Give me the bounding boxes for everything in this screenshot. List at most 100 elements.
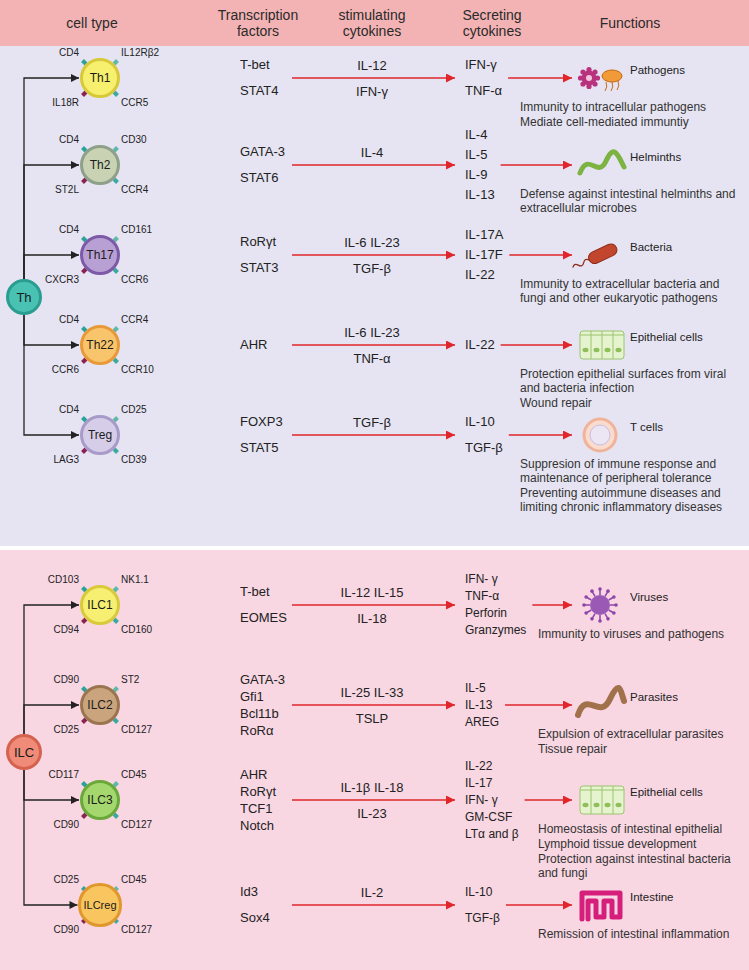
secreted-cytokine: IL-9 — [465, 165, 495, 185]
surface-marker: LAG3 — [53, 454, 79, 466]
surface-marker: CD160 — [121, 624, 152, 636]
secreted-cytokine: IL-17A — [465, 225, 503, 245]
lineage-arrow — [24, 315, 79, 435]
pathway-arrow — [292, 344, 455, 346]
secreted-cytokine: IFN- γ — [465, 571, 526, 588]
pathway-arrow — [292, 254, 455, 256]
target-label: T cells — [630, 420, 663, 434]
transcription-factor: Gfi1 — [240, 688, 285, 705]
target-label: Epithelial cells — [630, 330, 703, 344]
secreted-cytokine: IL-10 — [465, 409, 503, 435]
stimulating-cytokine: TNF-α — [353, 351, 390, 366]
pathway-arrow — [292, 704, 455, 706]
secreted-cytokine: IL-13 — [465, 697, 499, 714]
pathway-arrow — [292, 799, 455, 801]
surface-marker: CD45 — [121, 769, 147, 781]
transcription-factor-group: FOXP3STAT5 — [240, 409, 283, 461]
surface-marker: CD25 — [121, 404, 147, 416]
transcription-factor-group: T-betSTAT4 — [240, 52, 279, 104]
stimulating-cytokine: IL-1β IL-18 — [340, 780, 403, 795]
function-text: Remission of intestinal inflammation — [538, 927, 743, 941]
transcription-factor-group: AHRRoRγtTCF1Notch — [240, 766, 276, 834]
lineage-arrow — [24, 605, 79, 734]
secreted-cytokine: GM-CSF — [465, 809, 519, 826]
cell-circle: ILC2 — [80, 685, 120, 725]
cell-name: ILC — [14, 746, 34, 759]
transcription-factor-group: AHR — [240, 332, 267, 358]
column-heading: Secreting cytokines — [440, 7, 544, 39]
surface-marker-group: CD94 — [53, 624, 79, 636]
cell-circle: Th2 — [80, 145, 120, 185]
transcription-factor: STAT4 — [240, 78, 279, 104]
transcription-factor: EOMES — [240, 605, 287, 631]
surface-marker-group: CD4 — [59, 47, 79, 59]
secreted-cytokine-group: IL-4IL-5IL-9IL-13 — [465, 125, 495, 205]
secreted-cytokine: IL-17F — [465, 245, 503, 265]
function-text: Expulsion of extracellular parasites — [538, 727, 743, 741]
lineage-circle: ILC — [6, 734, 42, 770]
target-label: Intestine — [630, 890, 673, 904]
function-text-group: Expulsion of extracellular parasitesTiss… — [538, 727, 743, 757]
cell-name: Th17 — [86, 249, 113, 261]
cell-name: Th — [16, 291, 31, 304]
stimulating-cytokine-group: IL-2 — [361, 885, 383, 900]
secreted-cytokine-group: IL-17AIL-17FIL-22 — [465, 225, 503, 285]
surface-marker-group: ST2L — [55, 184, 79, 196]
secreted-cytokine-group: IFN-γTNF-α — [465, 52, 502, 104]
transcription-factor: Id3 — [240, 879, 270, 905]
surface-marker-group: CD90 — [53, 674, 79, 686]
surface-marker-group: CD39 — [121, 454, 147, 466]
pathway-arrow — [508, 77, 572, 79]
transcription-factor: Notch — [240, 817, 276, 834]
virus-icon — [582, 587, 618, 623]
stimulating-cytokine: IL-12 IL-15 — [341, 585, 404, 600]
surface-marker: CD25 — [53, 724, 79, 736]
surface-marker-group: CD4 — [59, 134, 79, 146]
surface-marker-group: NK1.1 — [121, 574, 149, 586]
receptor-stick — [114, 92, 118, 96]
cell-circle: Treg — [80, 415, 120, 455]
secreted-cytokine: IL-4 — [465, 125, 495, 145]
target-label-group: Intestine — [630, 890, 673, 904]
function-text: Tissue repair — [538, 742, 743, 756]
pathway-arrow — [292, 77, 455, 79]
transcription-factor-group: RoRγtSTAT3 — [240, 229, 279, 281]
surface-marker-group: CD4 — [59, 314, 79, 326]
function-text-group: Suppresion of immune response and mainte… — [520, 457, 744, 515]
transcription-factor: RoRγt — [240, 229, 279, 255]
surface-marker: CCR6 — [121, 274, 148, 286]
cell-circle: ILC1 — [80, 585, 120, 625]
surface-marker: CCR6 — [52, 364, 79, 376]
stimulating-cytokine-group: IL-6 IL-23 — [344, 235, 400, 250]
stimulating-cytokine: IL-4 — [361, 145, 383, 160]
surface-marker-group: CD25 — [53, 724, 79, 736]
stimulating-cytokine: IL-18 — [357, 611, 387, 626]
surface-marker: IL12Rβ2 — [121, 47, 159, 59]
lineage-arrow — [24, 78, 79, 279]
surface-marker-group: CD45 — [121, 769, 147, 781]
secreted-cytokine: IFN-γ — [465, 52, 502, 78]
target-label-group: Epithelial cells — [630, 330, 703, 344]
transcription-factor: T-bet — [240, 52, 279, 78]
surface-marker: CD45 — [121, 874, 147, 886]
pathway-arrow — [292, 604, 455, 606]
stimulating-cytokine-group: IL-25 IL-33 — [341, 685, 404, 700]
bacteria-icon — [570, 242, 619, 273]
surface-marker-group: CD103 — [48, 574, 79, 586]
stimulating-cytokine-group: IL-4 — [361, 145, 383, 160]
target-label-group: Viruses — [630, 590, 668, 604]
th-panel — [0, 46, 749, 546]
target-label-group: Bacteria — [630, 240, 672, 254]
column-heading: stimulating cytokines — [316, 7, 428, 39]
surface-marker: CD127 — [121, 924, 152, 936]
stimulating-cytokine-group: TGF-β — [353, 415, 391, 430]
transcription-factor: AHR — [240, 766, 276, 783]
function-text: Homeostasis of intestinal epithelial — [538, 822, 743, 836]
cell-name: Th2 — [90, 159, 111, 171]
surface-marker-group: CD45 — [121, 874, 147, 886]
function-text: Lymphoid tissue development — [538, 837, 743, 851]
surface-marker: CD4 — [59, 224, 79, 236]
function-text: Protection against intestinal bacteria a… — [538, 852, 743, 880]
stimulating-cytokine: IL-6 IL-23 — [344, 325, 400, 340]
function-text-group: Remission of intestinal inflammation — [538, 927, 743, 942]
